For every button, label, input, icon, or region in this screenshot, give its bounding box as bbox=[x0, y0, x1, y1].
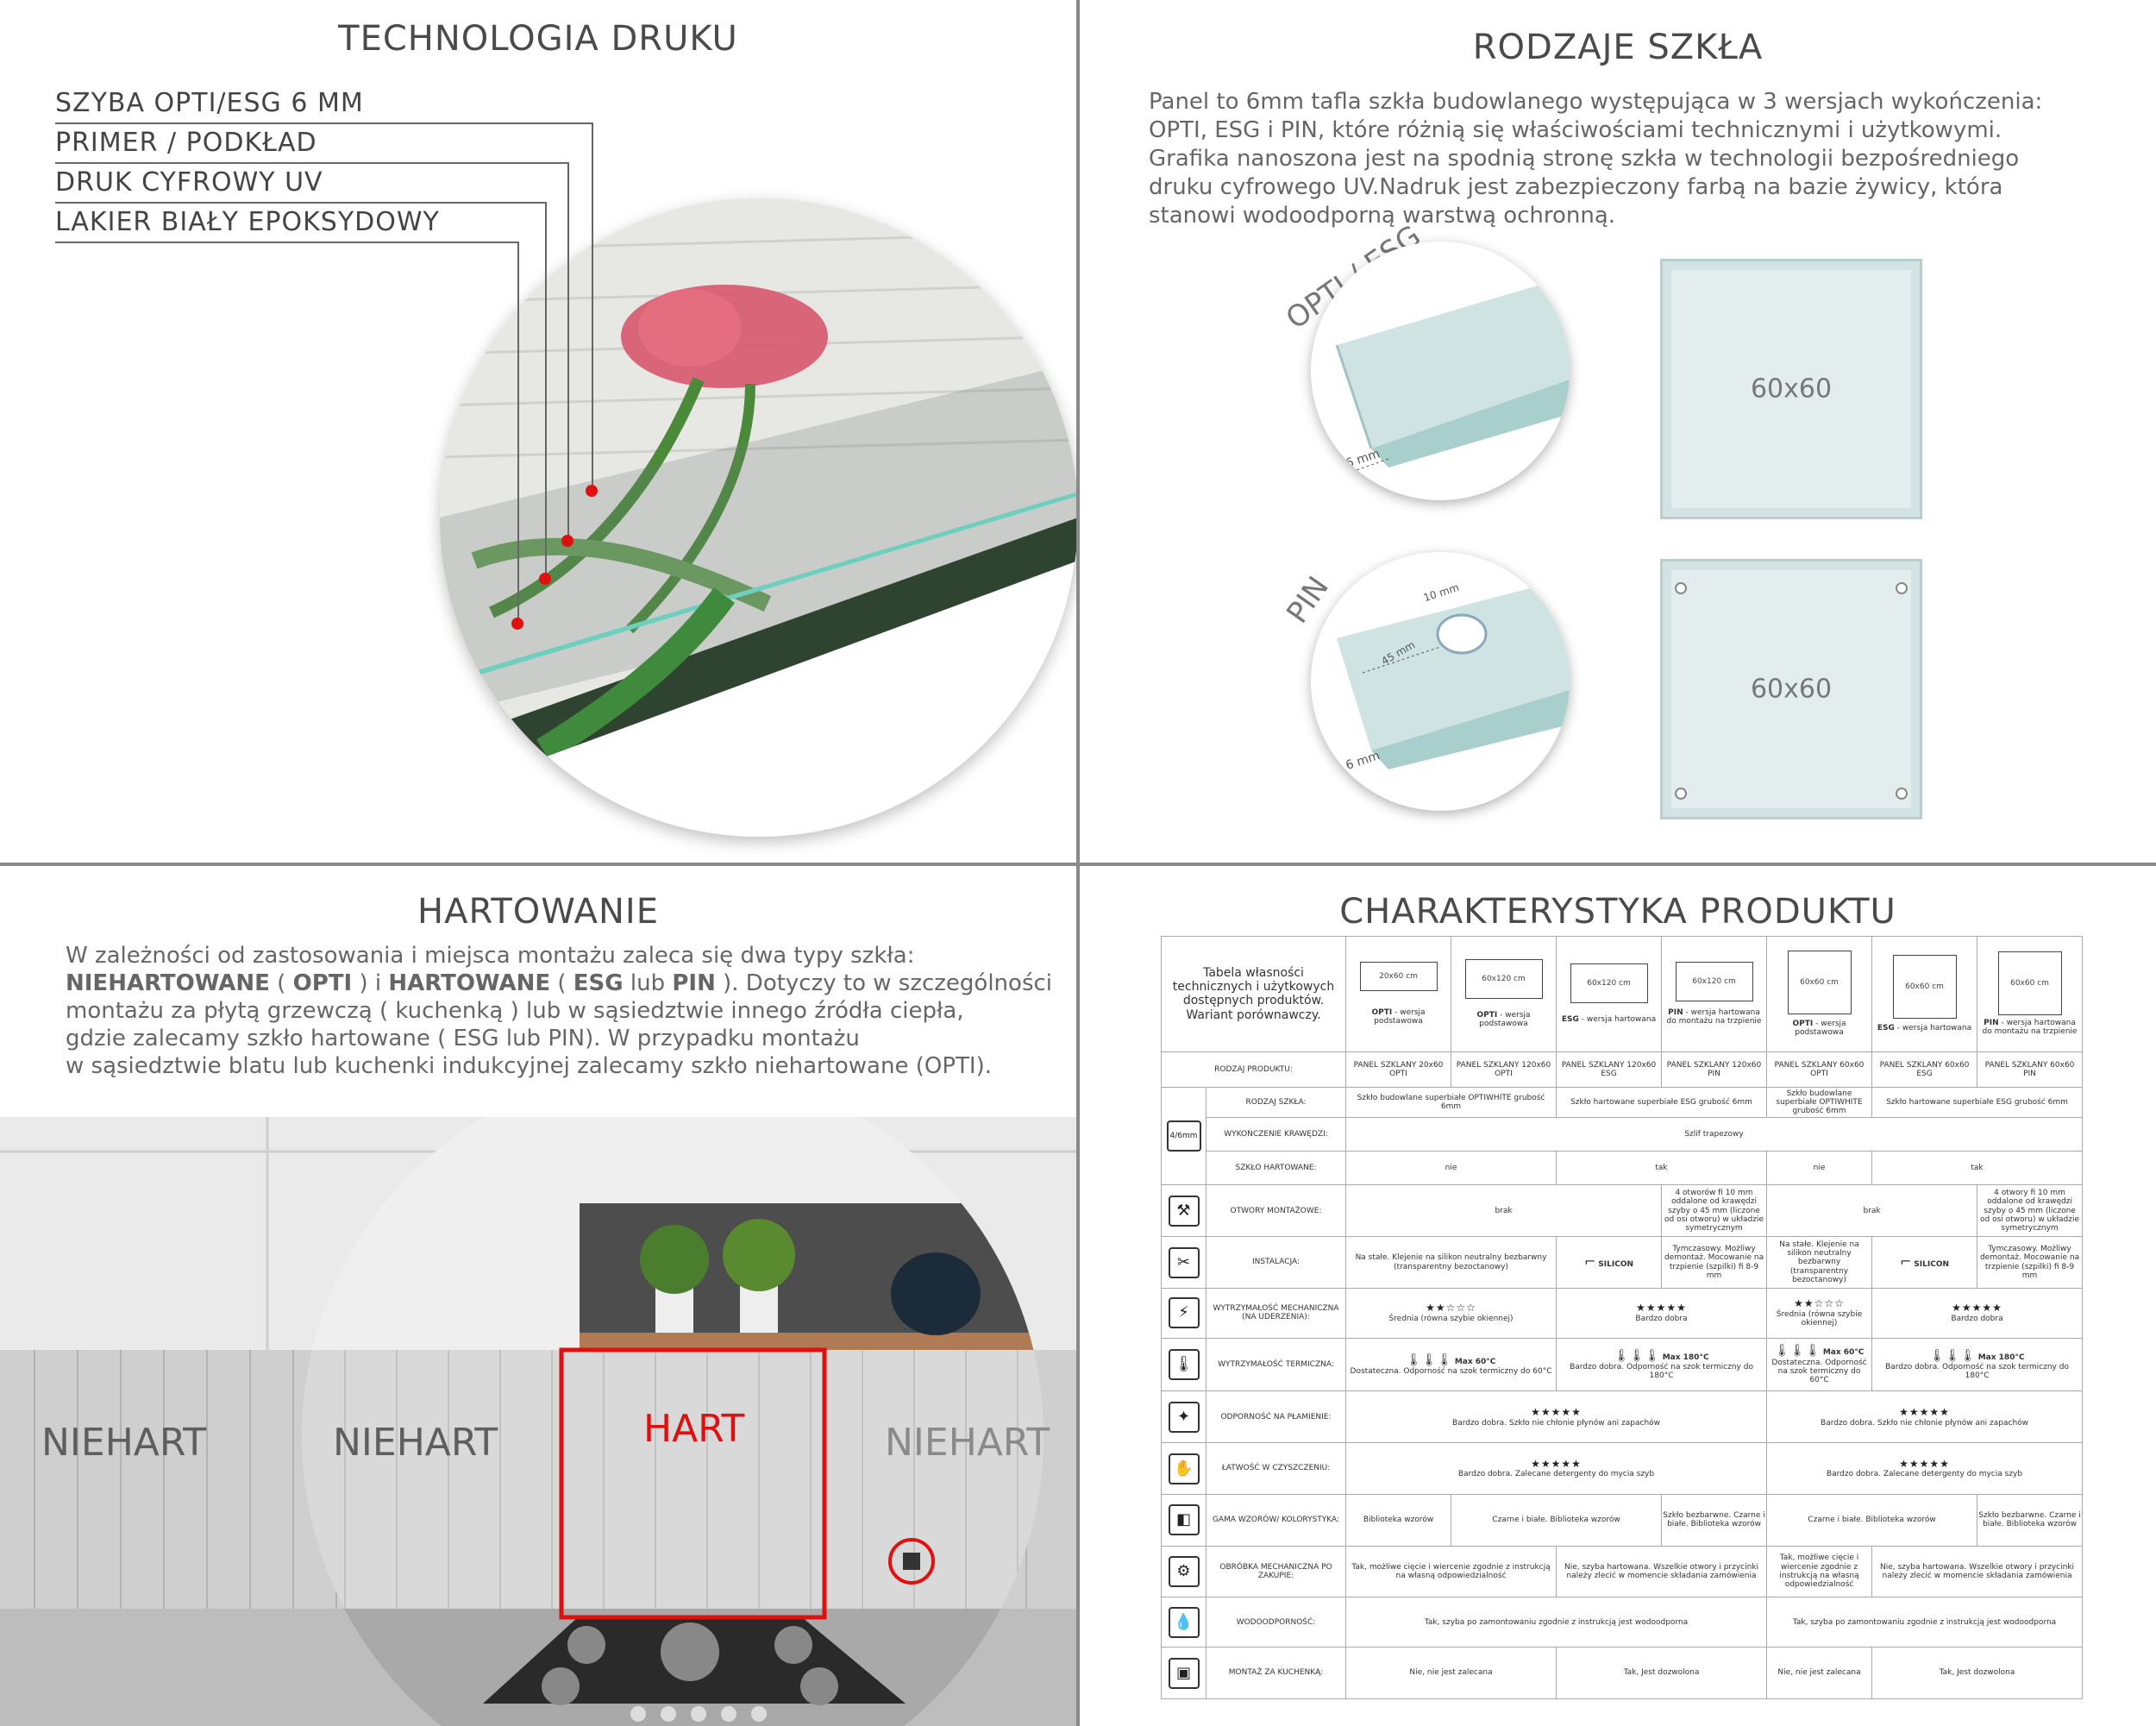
pin-hole bbox=[1896, 788, 1908, 800]
layer-marker-glass bbox=[586, 485, 598, 497]
table-row: ◧ GAMA WZORÓW/ KOLORYSTYKA: Biblioteka w… bbox=[1161, 1493, 2084, 1547]
layer-label-epoxy: LAKIER BIAŁY EPOKSYDOWY bbox=[55, 207, 440, 237]
q3-title: HARTOWANIE bbox=[417, 892, 659, 932]
silicon-gun-icon: ⌐ bbox=[1900, 1253, 1912, 1271]
table-row: 💧 WODOODPORNOŚĆ: Tak, szyba po zamontowa… bbox=[1161, 1597, 2084, 1648]
table-caption: Tabela własności technicznych i użytkowy… bbox=[1160, 936, 1347, 1052]
thermometer-icons: 🌡🌡🌡 bbox=[1774, 1344, 1821, 1359]
q1-title: TECHNOLOGIA DRUKU bbox=[338, 19, 738, 59]
layer-marker-uv-print bbox=[539, 573, 551, 585]
quadrant-print-technology: TECHNOLOGIA DRUKU SZYBA OPTI/ESG 6 MM PR… bbox=[0, 0, 1076, 863]
quadrant-glass-types: RODZAJE SZKŁA Panel to 6mm tafla szkła b… bbox=[1080, 0, 2156, 863]
stove-icon: ▣ bbox=[1168, 1657, 1200, 1689]
product-spec-table: Tabela własności technicznych i użytkowy… bbox=[1160, 936, 2084, 1699]
thermometer-icons: 🌡🌡🌡 bbox=[1406, 1353, 1452, 1367]
palette-icon: ◧ bbox=[1168, 1504, 1200, 1536]
table-row: 4/6mm RODZAJ SZKŁA: Szkło budowlane supe… bbox=[1161, 1087, 2084, 1186]
layer-label-uv-print: DRUK CYFROWY UV bbox=[55, 167, 323, 198]
print-layers-magnifier bbox=[440, 198, 1076, 837]
pin-edge-detail: 10 mm 45 mm 6 mm bbox=[1311, 552, 1570, 811]
thermometer-icons: 🌡🌡🌡 bbox=[1929, 1348, 1976, 1363]
table-header-row: Tabela własności technicznych i użytkowy… bbox=[1160, 936, 2084, 1052]
q4-title: CHARAKTERYSTYKA PRODUKTU bbox=[1339, 892, 1896, 932]
opti-esg-panel-preview: 60x60 bbox=[1660, 259, 1922, 519]
pin-hole bbox=[1675, 582, 1687, 594]
drill-machine-icon: ⚙ bbox=[1168, 1556, 1200, 1588]
table-row: SZKŁO HARTOWANE: nie tak nie tak bbox=[1162, 1151, 2084, 1186]
table-row: ⚙ OBRÓBKA MECHANICZNA PO ZAKUPIE: Tak, m… bbox=[1161, 1545, 2084, 1598]
layer-label-glass: SZYBA OPTI/ESG 6 MM bbox=[55, 88, 364, 118]
zone-label-non-tempered: NIEHART bbox=[333, 1421, 498, 1465]
silicon-gun-icon: ⌐ bbox=[1584, 1253, 1596, 1271]
table-row: ✂ INSTALACJA: Na stałe. Klejenie na sili… bbox=[1161, 1236, 2084, 1289]
cleaning-icon: ✋ bbox=[1168, 1453, 1200, 1484]
zone-label-non-tempered: NIEHART bbox=[41, 1421, 207, 1465]
pin-hole bbox=[1675, 788, 1687, 800]
impact-icon: ⚡ bbox=[1168, 1297, 1200, 1329]
q2-title: RODZAJE SZKŁA bbox=[1472, 28, 1764, 67]
pin-panel-preview: 60x60 bbox=[1660, 559, 1922, 819]
layer-marker-epoxy bbox=[511, 618, 523, 630]
edge-thickness-icon: 4/6mm bbox=[1166, 1120, 1201, 1152]
spray-icon: ✦ bbox=[1168, 1401, 1200, 1433]
drill-icon: ⚒ bbox=[1168, 1195, 1200, 1227]
water-drop-icon: 💧 bbox=[1168, 1606, 1200, 1638]
panel-size-label: 60x60 bbox=[1750, 674, 1833, 705]
q2-description: Panel to 6mm tafla szkła budowlanego wys… bbox=[1149, 89, 2043, 229]
table-row: ⚒ OTWORY MONTAŻOWE: brak 4 otworów fi 10… bbox=[1161, 1184, 2084, 1238]
table-row: ⚡ WYTRZYMAŁOŚĆ MECHANICZNA (NA UDERZENIA… bbox=[1161, 1287, 2084, 1339]
kitchen-illustration: NIEHART NIEHART HART NIEHART bbox=[0, 1117, 1076, 1726]
table-row: RODZAJ PRODUKTU: PANEL SZKLANY 20x60 OPT… bbox=[1160, 1051, 2084, 1089]
table-row: ✦ ODPORNOŚĆ NA PŁAMIENIE: ★★★★★Bardzo do… bbox=[1161, 1390, 2084, 1444]
table-row: ✋ ŁATWOŚĆ W CZYSZCZENIU: ★★★★★Bardzo dob… bbox=[1161, 1442, 2084, 1495]
layer-label-primer: PRIMER / PODKŁAD bbox=[55, 128, 317, 158]
glass-layers-illustration bbox=[440, 198, 1076, 837]
zone-label-tempered: HART bbox=[643, 1407, 745, 1451]
zone-label-non-tempered: NIEHART bbox=[885, 1421, 1050, 1465]
horizontal-divider bbox=[0, 863, 2156, 866]
pin-hole bbox=[1896, 582, 1908, 594]
opti-esg-edge-detail: 6 mm bbox=[1311, 242, 1570, 500]
thermometer-icon: 🌡 bbox=[1168, 1349, 1200, 1381]
layer-marker-primer bbox=[561, 535, 573, 547]
panel-size-label: 60x60 bbox=[1750, 373, 1833, 405]
thermometer-icons: 🌡🌡🌡 bbox=[1614, 1348, 1660, 1363]
table-row: WYKOŃCZENIE KRAWĘDZI: Szlif trapezowy bbox=[1162, 1117, 2084, 1152]
q3-description: W zależności od zastosowania i miejsca m… bbox=[66, 943, 1053, 1079]
table-row: ▣ MONTAŻ ZA KUCHENKĄ: Nie, nie jest zale… bbox=[1161, 1647, 2084, 1699]
tools-icon: ✂ bbox=[1168, 1246, 1200, 1278]
